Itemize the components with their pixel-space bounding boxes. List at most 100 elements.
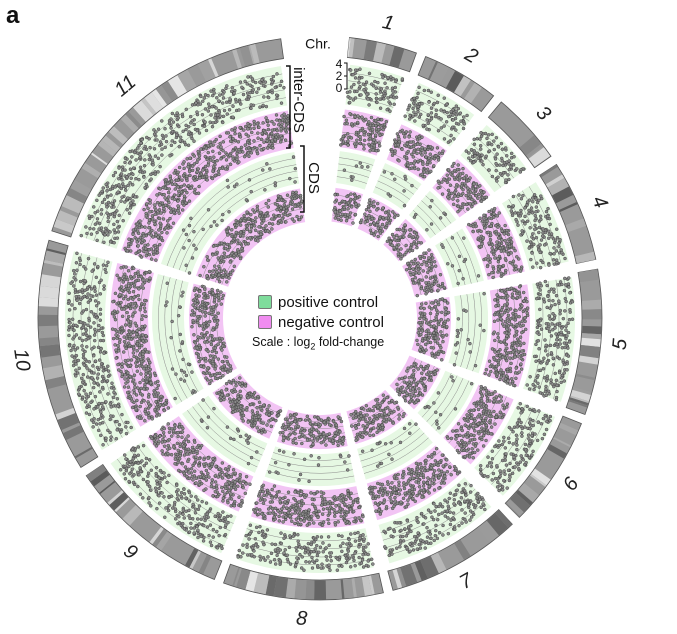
- data-point: [562, 288, 567, 293]
- data-point: [516, 257, 521, 261]
- data-point: [380, 423, 384, 427]
- data-point: [176, 488, 180, 492]
- data-point: [353, 409, 358, 414]
- data-point: [502, 232, 506, 236]
- data-point: [481, 502, 485, 506]
- data-point: [514, 333, 519, 337]
- data-point: [296, 539, 300, 543]
- data-point: [489, 392, 494, 396]
- data-point: [411, 548, 416, 552]
- data-point: [402, 231, 407, 235]
- data-point: [425, 285, 430, 290]
- data-point: [398, 538, 403, 543]
- data-point: [503, 472, 507, 476]
- chromosome-label: 5: [609, 337, 632, 351]
- chromosome-stripe: [528, 147, 551, 167]
- data-point: [555, 342, 560, 347]
- data-point: [318, 423, 323, 427]
- data-point: [381, 491, 386, 496]
- data-point: [513, 318, 518, 322]
- data-point: [371, 204, 376, 209]
- data-point: [391, 89, 395, 93]
- data-point: [446, 310, 451, 315]
- data-point: [445, 301, 450, 305]
- data-point: [182, 439, 186, 444]
- data-point: [511, 346, 516, 350]
- data-point: [423, 405, 427, 410]
- data-point: [481, 235, 486, 240]
- data-point: [478, 497, 482, 502]
- data-point: [340, 437, 345, 441]
- data-point: [473, 154, 477, 158]
- data-point: [162, 426, 167, 431]
- data-point: [238, 404, 243, 409]
- data-point: [328, 505, 333, 509]
- data-point: [218, 513, 223, 518]
- data-point: [424, 275, 429, 279]
- data-point: [333, 200, 337, 204]
- data-point: [474, 182, 479, 186]
- data-point: [353, 193, 357, 198]
- data-point: [233, 380, 238, 385]
- data-point: [520, 431, 524, 435]
- data-point: [347, 545, 351, 549]
- data-point: [390, 149, 394, 154]
- data-point: [538, 214, 543, 219]
- data-point: [542, 432, 547, 437]
- data-point: [92, 262, 97, 266]
- data-point: [375, 441, 380, 446]
- data-point: [365, 408, 370, 413]
- data-point: [331, 419, 336, 424]
- data-point: [226, 475, 231, 480]
- data-point: [461, 191, 465, 196]
- data-point: [193, 507, 198, 511]
- data-point: [538, 307, 542, 312]
- data-point: [278, 499, 282, 504]
- data-point: [498, 353, 502, 358]
- data-point: [519, 362, 523, 366]
- data-point: [514, 330, 519, 334]
- data-point: [488, 418, 493, 423]
- data-point: [346, 206, 350, 211]
- data-point: [180, 430, 185, 434]
- gridline: [425, 195, 452, 224]
- data-point: [466, 337, 470, 342]
- data-point: [253, 543, 258, 547]
- data-point: [543, 338, 547, 342]
- data-point: [394, 546, 399, 550]
- data-point: [405, 519, 410, 523]
- data-point: [518, 340, 522, 345]
- data-point: [427, 305, 432, 309]
- data-point: [173, 461, 177, 466]
- data-point: [320, 562, 324, 566]
- data-point: [356, 530, 360, 535]
- data-point: [454, 109, 459, 114]
- data-point: [439, 117, 443, 121]
- data-point: [418, 112, 423, 117]
- data-point: [393, 237, 397, 242]
- data-point: [301, 501, 306, 506]
- data-point: [402, 486, 407, 491]
- data-point: [245, 438, 249, 443]
- data-point: [400, 473, 405, 477]
- data-point: [566, 354, 571, 358]
- data-point: [517, 314, 521, 319]
- data-point: [208, 540, 213, 544]
- data-point: [433, 509, 437, 513]
- data-point: [402, 135, 407, 139]
- data-point: [167, 473, 171, 478]
- data-point: [536, 381, 540, 386]
- data-point: [372, 233, 377, 237]
- data-point: [219, 398, 223, 403]
- data-point: [456, 204, 461, 209]
- data-point: [182, 527, 187, 531]
- data-point: [425, 372, 429, 377]
- data-point: [361, 545, 366, 550]
- data-point: [198, 475, 203, 479]
- data-point: [414, 271, 419, 275]
- data-point: [335, 568, 340, 572]
- data-point: [210, 462, 215, 466]
- data-point: [182, 487, 186, 492]
- data-point: [515, 167, 519, 171]
